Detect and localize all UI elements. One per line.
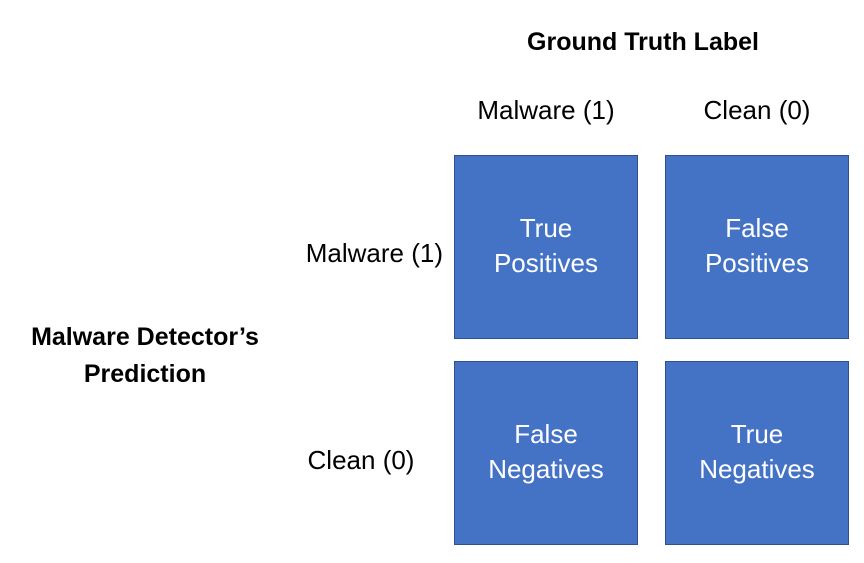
prediction-title-line1: Malware Detector’s <box>31 323 259 351</box>
cell-text-line2: Positives <box>493 248 599 278</box>
cell-true-positives: True Positives <box>454 155 638 339</box>
column-label-clean: Clean (0) <box>703 95 811 125</box>
cell-text-line1: False <box>725 213 789 243</box>
prediction-title: Malware Detector’s Prediction <box>0 319 290 393</box>
cell-text-line2: Positives <box>704 248 810 278</box>
cell-false-negatives: False Negatives <box>454 361 638 545</box>
row-label-clean: Clean (0) <box>307 445 415 475</box>
cell-true-negatives: True Negatives <box>665 361 849 545</box>
cell-text-line2: Negatives <box>699 454 815 484</box>
cell-text-line1: True <box>730 419 784 449</box>
column-label-malware: Malware (1) <box>477 95 615 125</box>
cell-text-line1: False <box>514 419 578 449</box>
ground-truth-title: Ground Truth Label <box>527 28 759 56</box>
prediction-title-line2: Prediction <box>83 360 207 388</box>
cell-text-line2: Negatives <box>488 454 604 484</box>
row-label-malware: Malware (1) <box>305 238 443 268</box>
cell-text-line1: True <box>519 213 573 243</box>
cell-false-positives: False Positives <box>665 155 849 339</box>
